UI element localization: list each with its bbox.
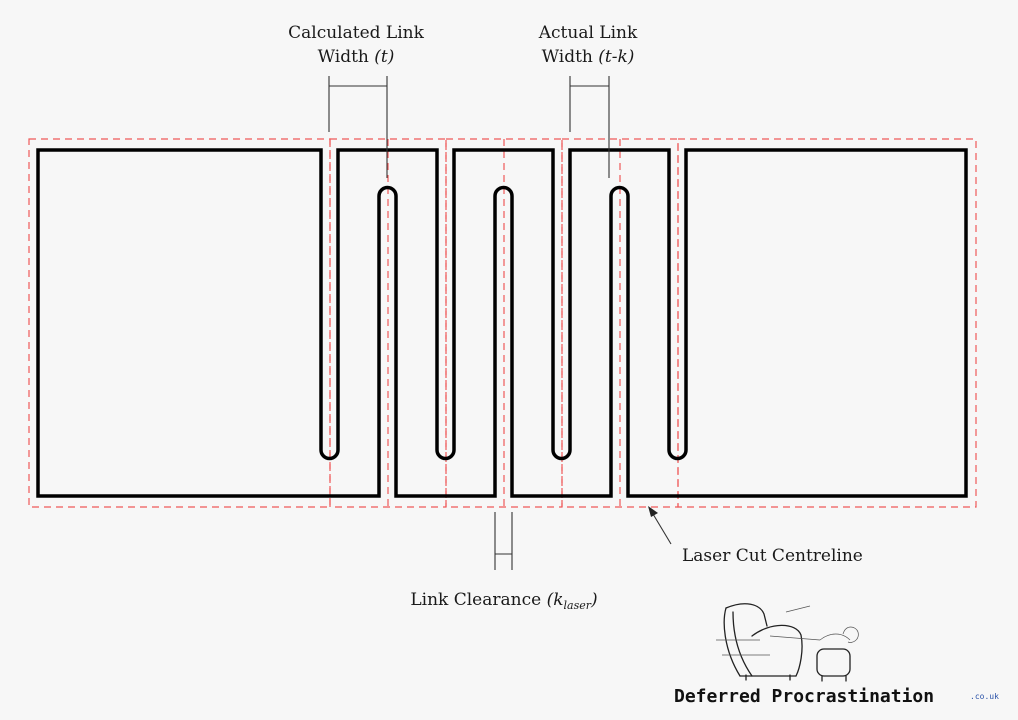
footstool-sketch-icon [816,626,859,682]
actual-width-label-line2: Width (t-k) [542,47,635,67]
clearance-dimension [494,512,513,570]
centreline-arrow [648,506,672,545]
calculated-width-label-line2: Width (t) [318,47,395,67]
right-block-boundary [677,138,977,508]
link-boundary-3 [561,138,679,508]
link-boundaries [28,138,977,508]
left-block-boundary [28,138,331,508]
clearance-label: Link Clearance (klaser) [410,590,597,612]
actual-width-label-line1: Actual Link [538,23,638,43]
laser-cut-path [36,148,968,498]
armchair-sketch-icon [716,603,821,681]
calculated-width-dimension [328,76,388,178]
actual-width-dimension [569,76,610,178]
brand-name: Deferred Procrastination [674,686,934,707]
centreline-label: Laser Cut Centreline [682,546,863,566]
brand-suffix: .co.uk [970,692,999,701]
calculated-width-label-line1: Calculated Link [288,23,424,43]
